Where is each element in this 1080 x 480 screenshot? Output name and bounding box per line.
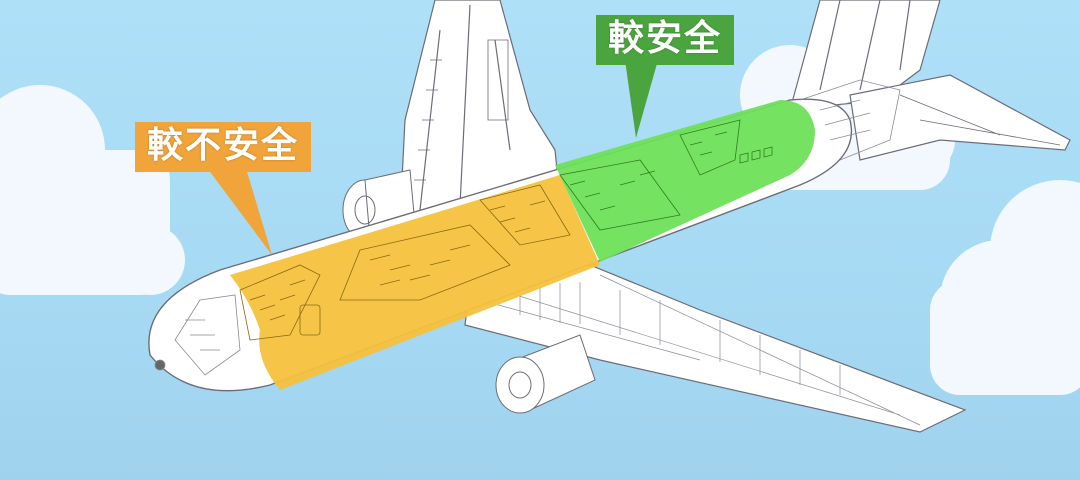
less-safe-zone — [230, 175, 600, 390]
fuselage — [148, 79, 901, 392]
cockpit-detail — [154, 294, 241, 376]
safer-pointer — [625, 60, 658, 138]
cloud-left — [0, 85, 185, 295]
lower-wing — [464, 264, 967, 433]
horizontal-stabilizer — [849, 74, 1071, 161]
less-safe-pointer — [205, 165, 272, 255]
safer-label: 較安全 — [596, 15, 735, 65]
rear-seats — [559, 119, 773, 231]
tail-cone-detail — [799, 79, 901, 161]
lower-engine — [495, 334, 596, 414]
safer-zone — [555, 100, 815, 262]
cloud-right — [930, 180, 1080, 395]
less-safe-label: 較不安全 — [135, 122, 312, 172]
front-seats — [239, 184, 571, 341]
